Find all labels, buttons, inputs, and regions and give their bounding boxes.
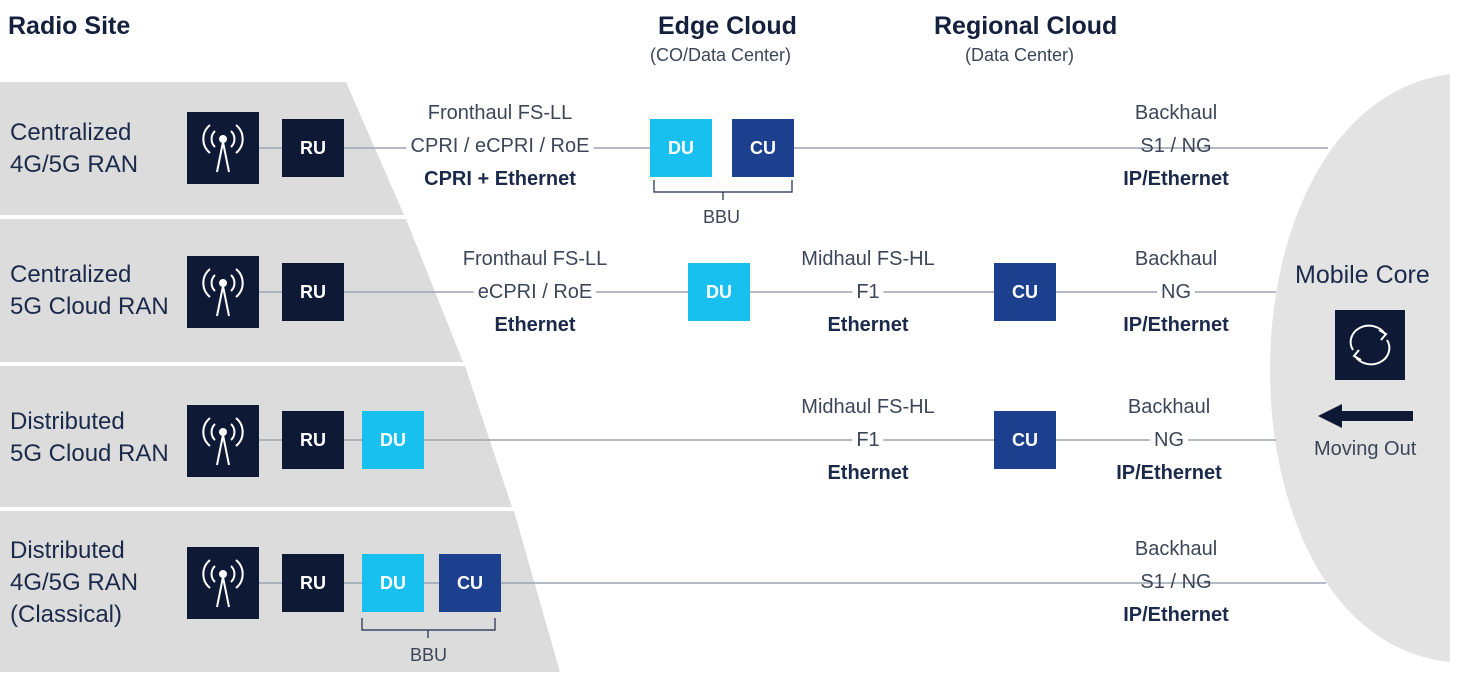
ru-box: RU bbox=[282, 119, 344, 177]
backhaul-protocol: NG bbox=[1157, 281, 1195, 304]
backhaul-title: Backhaul bbox=[1134, 102, 1218, 124]
backhaul-protocol: S1 / NG bbox=[1140, 135, 1212, 157]
midhaul-protocol: F1 bbox=[852, 429, 884, 452]
header-regional-cloud: Regional Cloud bbox=[934, 12, 1118, 40]
backhaul-title: Backhaul bbox=[1134, 538, 1218, 560]
backhaul-transport: IP/Ethernet bbox=[1116, 462, 1222, 484]
cu-box: CU bbox=[994, 411, 1056, 469]
ru-box: RU bbox=[282, 554, 344, 612]
row-label-distributed-classical: Distributed 4G/5G RAN (Classical) bbox=[10, 537, 139, 628]
backhaul-transport: IP/Ethernet bbox=[1123, 314, 1229, 336]
backhaul-protocol: S1 / NG bbox=[1140, 571, 1212, 593]
radio-tower-icon bbox=[187, 256, 259, 328]
header-regional-cloud-sub: (Data Center) bbox=[965, 45, 1075, 65]
fronthaul-protocol: CPRI / eCPRI / RoE bbox=[406, 135, 594, 158]
du-box: DU bbox=[650, 119, 712, 177]
bbu-label: BBU bbox=[410, 645, 448, 665]
radio-site-band-4 bbox=[0, 511, 560, 672]
cu-box: CU bbox=[994, 263, 1056, 321]
bbu-bracket-top bbox=[653, 180, 793, 200]
row-label-centralized-5g-cloud: Centralized 5G Cloud RAN bbox=[10, 261, 169, 320]
midhaul-protocol: F1 bbox=[852, 281, 884, 304]
backhaul-title: Backhaul bbox=[1127, 396, 1211, 418]
bbu-bracket-bottom bbox=[361, 618, 496, 638]
fronthaul-protocol: eCPRI / RoE bbox=[473, 281, 597, 304]
refresh-cycle-icon bbox=[1335, 310, 1405, 380]
header-edge-cloud-sub: (CO/Data Center) bbox=[650, 45, 792, 65]
header-radio-site: Radio Site bbox=[8, 12, 131, 40]
du-box: DU bbox=[362, 411, 424, 469]
backhaul-title: Backhaul bbox=[1134, 248, 1218, 270]
radio-tower-icon bbox=[187, 112, 259, 184]
radio-tower-icon bbox=[187, 547, 259, 619]
fronthaul-transport: Ethernet bbox=[494, 314, 576, 336]
midhaul-transport: Ethernet bbox=[827, 462, 909, 484]
row-label-distributed-5g-cloud: Distributed 5G Cloud RAN bbox=[10, 408, 169, 467]
cu-box: CU bbox=[439, 554, 501, 612]
row-label-centralized-4g5g: Centralized 4G/5G RAN bbox=[10, 119, 139, 178]
fronthaul-title: Fronthaul FS-LL bbox=[427, 102, 573, 124]
midhaul-title: Midhaul FS-HL bbox=[801, 396, 935, 418]
backhaul-transport: IP/Ethernet bbox=[1123, 604, 1229, 626]
cu-box: CU bbox=[732, 119, 794, 177]
backhaul-transport: IP/Ethernet bbox=[1123, 168, 1229, 190]
du-box: DU bbox=[362, 554, 424, 612]
moving-out-arrow bbox=[1318, 404, 1413, 428]
ru-box: RU bbox=[282, 411, 344, 469]
header-edge-cloud: Edge Cloud bbox=[658, 12, 797, 40]
midhaul-title: Midhaul FS-HL bbox=[801, 248, 935, 270]
du-box: DU bbox=[688, 263, 750, 321]
backhaul-protocol: NG bbox=[1150, 429, 1188, 452]
ru-box: RU bbox=[282, 263, 344, 321]
fronthaul-transport: CPRI + Ethernet bbox=[424, 168, 576, 190]
moving-out-label: Moving Out bbox=[1314, 438, 1417, 460]
radio-tower-icon bbox=[187, 405, 259, 477]
bbu-label: BBU bbox=[703, 207, 741, 227]
fronthaul-title: Fronthaul FS-LL bbox=[462, 248, 608, 270]
midhaul-transport: Ethernet bbox=[827, 314, 909, 336]
mobile-core-label: Mobile Core bbox=[1295, 261, 1430, 289]
